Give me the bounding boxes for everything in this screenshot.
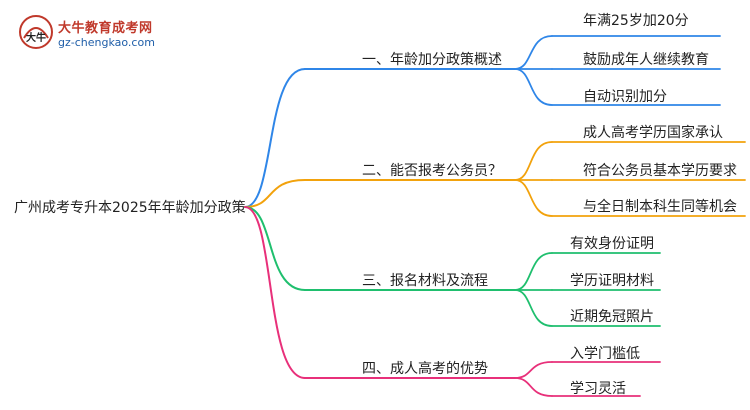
root-node: 广州成考专升本2025年年龄加分政策	[14, 200, 246, 216]
site-logo[interactable]: 大牛 大牛教育成考网 gz-chengkao.com	[18, 14, 168, 54]
root-to-branch-3-edge	[244, 206, 306, 291]
logo-url: gz-chengkao.com	[58, 36, 155, 49]
branch-1-leaf-3-edge	[514, 68, 553, 106]
leaf-node-2-1: 成人高考学历国家承认	[583, 125, 723, 141]
branch-node-1: 一、年龄加分政策概述	[362, 52, 502, 68]
branch-2-leaf-1-edge	[514, 141, 553, 181]
leaf-node-3-3: 近期免冠照片	[570, 309, 654, 325]
branch-4-leaf-1-edge	[514, 361, 553, 379]
logo-title: 大牛教育成考网	[58, 21, 153, 36]
branch-node-4: 四、成人高考的优势	[362, 361, 488, 377]
branch-3-leaf-3-edge	[514, 289, 553, 327]
logo-mark-icon: 大牛	[19, 15, 53, 49]
logo-mark-text: 大牛	[26, 31, 46, 44]
leaf-node-1-3: 自动识别加分	[583, 89, 667, 105]
mindmap-edges	[244, 35, 746, 397]
leaf-node-2-3: 与全日制本科生同等机会	[583, 199, 737, 215]
branch-node-2: 二、能否报考公务员？	[362, 163, 502, 179]
root-to-branch-4-edge	[244, 206, 306, 379]
branch-3-leaf-1-edge	[514, 252, 553, 291]
branch-4-leaf-2-edge	[514, 377, 553, 397]
leaf-node-1-2: 鼓励成年人继续教育	[583, 52, 709, 68]
branch-2-leaf-3-edge	[514, 179, 553, 217]
leaf-node-1-1: 年满25岁加20分	[583, 13, 689, 29]
leaf-node-4-2: 学习灵活	[570, 381, 626, 397]
root-to-branch-1-edge	[244, 68, 306, 208]
leaf-node-3-2: 学历证明材料	[570, 273, 654, 289]
leaf-node-2-2: 符合公务员基本学历要求	[583, 163, 737, 179]
leaf-node-3-1: 有效身份证明	[570, 236, 654, 252]
leaf-node-4-1: 入学门槛低	[570, 346, 640, 362]
branch-node-3: 三、报名材料及流程	[362, 273, 488, 289]
root-to-branch-2-edge	[244, 179, 306, 208]
branch-1-leaf-1-edge	[514, 35, 553, 70]
